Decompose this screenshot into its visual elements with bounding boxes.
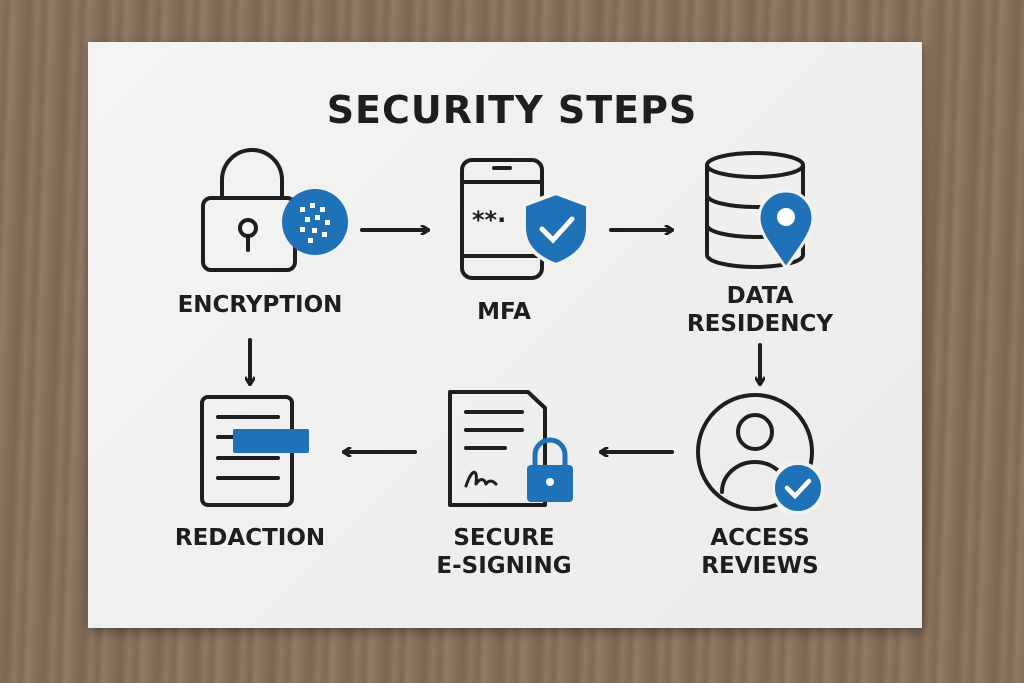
diagram-card bbox=[88, 42, 922, 628]
redaction-bar bbox=[233, 429, 309, 453]
location-pin-icon bbox=[757, 189, 815, 271]
shield-check-icon bbox=[522, 190, 590, 268]
step-label-encryption: ENCRYPTION bbox=[177, 292, 343, 318]
lock-icon bbox=[201, 148, 297, 272]
password-asterisks: **· bbox=[472, 206, 506, 234]
diagram-title: SECURITY STEPS bbox=[326, 88, 698, 132]
step-label-redaction: REDACTION bbox=[174, 525, 326, 551]
document-icon bbox=[448, 390, 547, 507]
encrypted-badge-icon bbox=[282, 189, 348, 255]
step-label-mfa: MFA bbox=[477, 299, 531, 325]
padlock-icon bbox=[527, 437, 573, 502]
check-badge-icon bbox=[771, 461, 825, 515]
